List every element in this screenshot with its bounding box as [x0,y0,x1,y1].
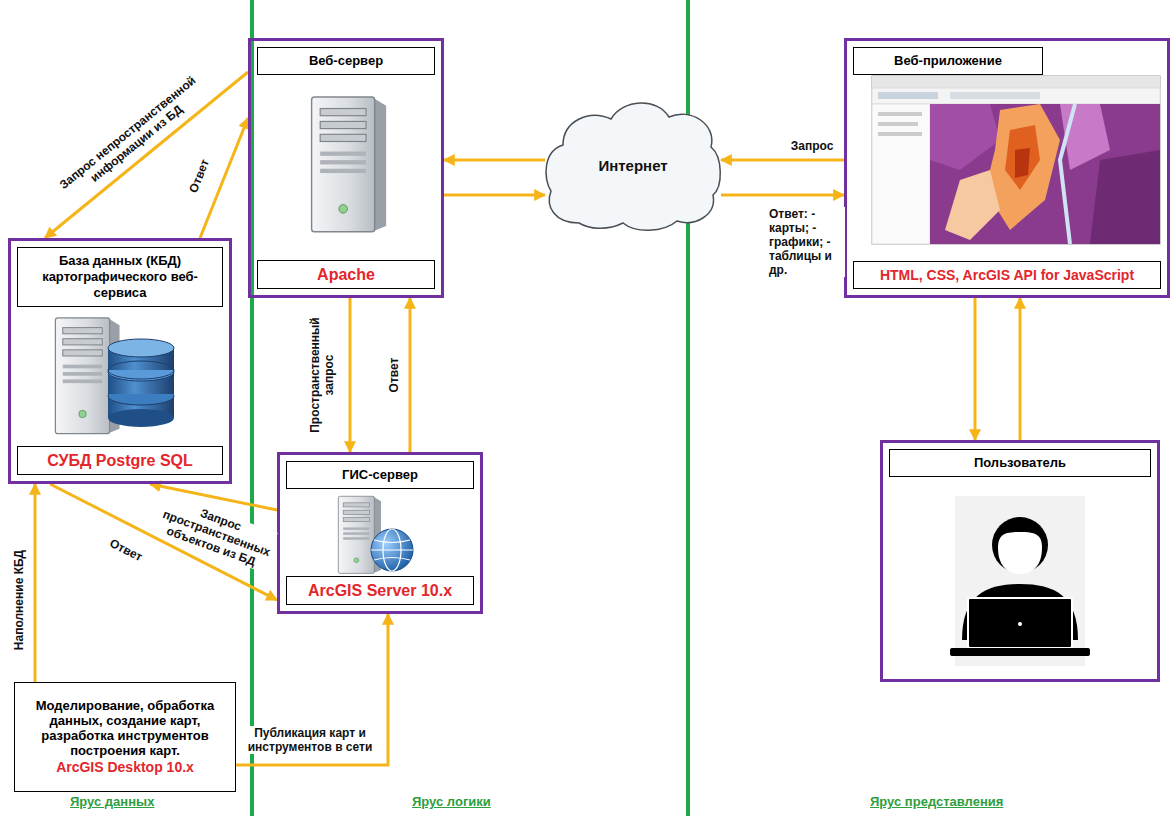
edge-label: Ответ [99,532,153,569]
node-subtitle: HTML, CSS, ArcGIS API for JavaScript [853,261,1161,289]
node-title: ГИС-сервер [286,461,474,489]
user-box: Пользователь [880,440,1160,682]
edge-label: Ответ [387,347,401,403]
arrow-connector [974,298,977,440]
arrow-connector [50,484,277,600]
arrow-connector [236,614,388,765]
arrow-connector [1019,298,1022,440]
node-title: Веб-приложение [853,47,1043,75]
arrow-connector [45,72,248,238]
web-app-screenshot [872,76,1160,244]
gis-server-box: ГИС-серверArcGIS Server 10.x [277,452,483,614]
node-subtitle: Apache [257,260,435,289]
node-title: Пользователь [889,449,1151,477]
tier-label: Ярус представления [870,794,1003,809]
edge-label: Ответ: - карты; - графики; - таблицы и д… [767,207,845,277]
database-box: База данных (КБД) картографического веб-… [8,238,232,484]
arrow-connector [721,194,844,197]
edge-label: Пространственный запрос [308,307,336,443]
database-icon [55,318,174,434]
web-app-box: Веб-приложениеHTML, CSS, ArcGIS API for … [844,38,1170,298]
node-subtitle: ArcGIS Desktop 10.x [56,758,194,776]
edge-label: Запрос [784,139,840,153]
tier-label: Ярус данных [70,794,154,809]
arrow-connector [444,194,545,197]
edge-label: Публикация карт и инструментов в сети [239,726,381,754]
arrow-connector [444,159,545,162]
node-subtitle: СУБД Postgre SQL [17,446,223,475]
web-server-icon [312,97,387,232]
edge-label: Наполнение КБД [12,544,26,656]
gis-server-icon [338,496,413,573]
arrow-connector [200,118,248,238]
arrow-connector [34,484,37,682]
db-cylinders [108,339,174,427]
node-title: Интернет [598,157,667,174]
node-subtitle: ArcGIS Server 10.x [286,576,474,605]
user-icon [950,496,1090,666]
arrow-connector [349,298,352,452]
arrow-connector [409,298,412,452]
tier-label: Ярус логики [412,794,491,809]
edge-label: Ответ [183,149,215,202]
cloud-outline [546,103,720,230]
desktop-box: Моделирование, обработка данных, создани… [14,682,236,792]
arrow-connector [721,159,844,162]
node-title: База данных (КБД) картографического веб-… [17,247,223,307]
web-server-box: Веб-серверApache [248,38,444,298]
node-title: Моделирование, обработка данных, создани… [20,698,230,758]
internet-cloud: Интернет [545,95,721,235]
node-title: Веб-сервер [257,47,435,75]
